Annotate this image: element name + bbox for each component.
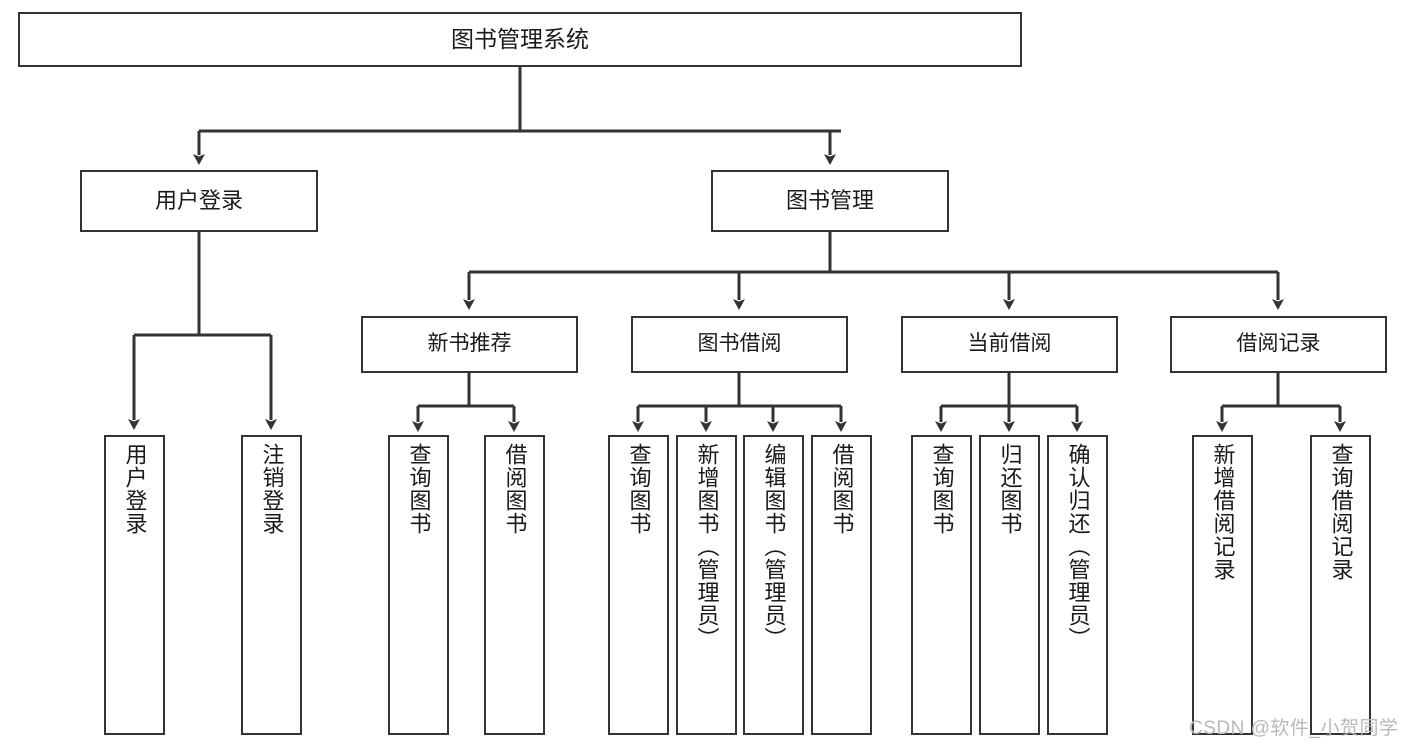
- node-borrow-record-label: 借阅记录: [1236, 332, 1321, 356]
- node-borrow-record[interactable]: 借阅记录: [1170, 316, 1387, 373]
- node-leaf-edit-book[interactable]: 编辑图书（管理员）: [743, 435, 804, 735]
- node-current-borrow-label: 当前借阅: [967, 332, 1052, 356]
- csdn-watermark: CSDN @软件_小贺同学: [1189, 718, 1399, 739]
- node-leaf-confirm-return-label: 确认归还（管理员）: [1065, 443, 1091, 650]
- node-book-borrow[interactable]: 图书借阅: [631, 316, 848, 373]
- node-leaf-add-book-label: 新增图书（管理员）: [694, 443, 720, 650]
- node-leaf-confirm-return[interactable]: 确认归还（管理员）: [1047, 435, 1108, 735]
- node-leaf-user-login[interactable]: 用户登录: [104, 435, 165, 735]
- node-new-book-recommend-label: 新书推荐: [427, 332, 512, 356]
- node-current-borrow[interactable]: 当前借阅: [901, 316, 1118, 373]
- node-leaf-query-record-label: 查询借阅记录: [1328, 443, 1354, 581]
- node-leaf-borrow-book-1[interactable]: 借阅图书: [484, 435, 545, 735]
- node-leaf-user-logout-label: 注销登录: [259, 443, 285, 535]
- node-leaf-query-book-1-label: 查询图书: [406, 443, 432, 535]
- node-leaf-add-record[interactable]: 新增借阅记录: [1192, 435, 1253, 735]
- node-leaf-query-book-2[interactable]: 查询图书: [608, 435, 669, 735]
- node-root[interactable]: 图书管理系统: [18, 12, 1022, 67]
- node-leaf-query-book-1[interactable]: 查询图书: [388, 435, 449, 735]
- node-book-borrow-label: 图书借阅: [697, 332, 782, 356]
- node-leaf-edit-book-label: 编辑图书（管理员）: [761, 443, 787, 650]
- node-book-manage-label: 图书管理: [785, 188, 874, 214]
- node-leaf-add-book[interactable]: 新增图书（管理员）: [676, 435, 737, 735]
- node-root-label: 图书管理系统: [451, 25, 589, 52]
- node-user-login[interactable]: 用户登录: [80, 170, 318, 232]
- node-leaf-query-book-3[interactable]: 查询图书: [911, 435, 972, 735]
- node-leaf-query-record[interactable]: 查询借阅记录: [1310, 435, 1371, 735]
- node-leaf-borrow-book-2[interactable]: 借阅图书: [811, 435, 872, 735]
- node-leaf-add-record-label: 新增借阅记录: [1210, 443, 1236, 581]
- node-leaf-return-book[interactable]: 归还图书: [979, 435, 1040, 735]
- node-leaf-borrow-book-1-label: 借阅图书: [502, 443, 528, 535]
- node-leaf-return-book-label: 归还图书: [997, 443, 1023, 535]
- node-new-book-recommend[interactable]: 新书推荐: [361, 316, 578, 373]
- node-leaf-query-book-3-label: 查询图书: [929, 443, 955, 535]
- node-leaf-query-book-2-label: 查询图书: [626, 443, 652, 535]
- node-leaf-user-login-label: 用户登录: [122, 443, 148, 535]
- node-leaf-user-logout[interactable]: 注销登录: [241, 435, 302, 735]
- node-leaf-borrow-book-2-label: 借阅图书: [829, 443, 855, 535]
- node-user-login-label: 用户登录: [154, 188, 243, 214]
- node-book-manage[interactable]: 图书管理: [711, 170, 949, 232]
